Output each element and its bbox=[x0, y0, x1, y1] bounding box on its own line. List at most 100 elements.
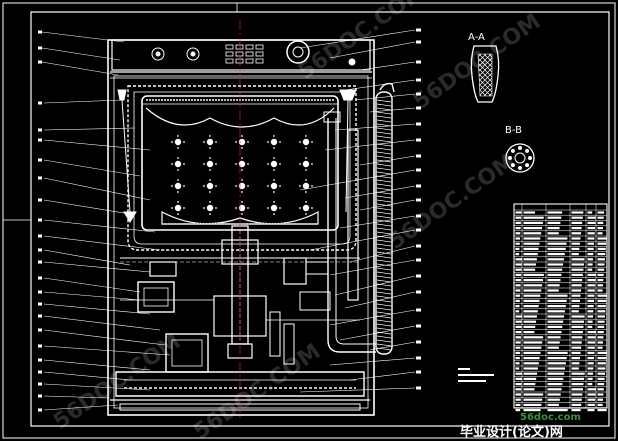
hose-rib bbox=[376, 127, 392, 131]
left-leader-lines bbox=[41, 31, 171, 411]
parts-list-cell-mark bbox=[587, 268, 593, 271]
parts-list-cell-mark bbox=[515, 320, 522, 323]
parts-list-cell-mark bbox=[515, 253, 520, 256]
hose-rib bbox=[376, 307, 392, 311]
callout-number-mark bbox=[38, 176, 42, 180]
callout-number-mark bbox=[38, 218, 42, 222]
hoses bbox=[323, 82, 395, 355]
parts-list-cell-mark bbox=[523, 305, 539, 308]
parts-list-cell-mark bbox=[597, 362, 606, 365]
parts-list-cell-mark bbox=[587, 263, 593, 266]
parts-list-cell-mark bbox=[515, 211, 522, 214]
callout-number-mark bbox=[416, 154, 421, 158]
drum-hole-dot bbox=[273, 179, 275, 181]
drum-hole bbox=[174, 182, 182, 190]
hose-rib bbox=[376, 327, 392, 331]
parts-list-cell-mark bbox=[587, 357, 595, 360]
hose-rib bbox=[376, 135, 392, 139]
callout-number-mark bbox=[38, 260, 42, 264]
parts-list-cell-mark bbox=[523, 388, 535, 391]
parts-list-cell-mark bbox=[547, 242, 567, 245]
parts-list-cell-mark bbox=[571, 315, 585, 318]
drum-hole-dot bbox=[235, 207, 237, 209]
parts-list-cell-mark bbox=[571, 263, 584, 266]
callout-number-mark bbox=[38, 158, 42, 162]
parts-list-cell-mark bbox=[571, 273, 583, 276]
parts-list-cell-mark bbox=[587, 253, 594, 256]
callout-number-mark bbox=[38, 128, 42, 132]
callout-number-mark bbox=[416, 356, 421, 360]
drum-hole bbox=[302, 160, 310, 168]
drum-hole-dot bbox=[273, 135, 275, 137]
drum-hole-dot bbox=[305, 213, 307, 215]
parts-list-cell-mark bbox=[571, 211, 584, 214]
parts-list-cell-mark bbox=[515, 305, 520, 308]
parts-list-cell-mark bbox=[515, 310, 520, 313]
parts-list-cell-mark bbox=[547, 268, 563, 271]
parts-list-cell-mark bbox=[547, 279, 561, 282]
hose-rib bbox=[376, 231, 392, 235]
parts-list-cell-mark bbox=[547, 289, 559, 292]
hose-rib bbox=[376, 151, 392, 155]
hose-rib bbox=[376, 215, 392, 219]
drum-hole-dot bbox=[273, 213, 275, 215]
button-grid-icon bbox=[225, 44, 264, 64]
parts-list-cell-mark bbox=[587, 242, 595, 245]
parts-list-cell-mark bbox=[571, 284, 582, 287]
drum-hole-dot bbox=[305, 191, 307, 193]
parts-list-cell-mark bbox=[571, 341, 582, 344]
callout-number-mark bbox=[38, 382, 42, 386]
drum-hole-dot bbox=[279, 163, 281, 165]
section-b-lobes bbox=[508, 146, 532, 170]
parts-list-cell-mark bbox=[571, 294, 581, 297]
callout-number-mark bbox=[38, 101, 42, 105]
callout-number-mark bbox=[416, 168, 421, 172]
drum-hole-dot bbox=[279, 141, 281, 143]
parts-list-cell-mark bbox=[597, 393, 604, 396]
hose-rib bbox=[376, 279, 392, 283]
section-a-detail: A-A bbox=[468, 32, 500, 103]
parts-list-cell-mark bbox=[547, 253, 565, 256]
parts-list-cell-mark bbox=[547, 263, 564, 266]
parts-list-cell-mark bbox=[523, 221, 543, 224]
parts-list-cell-mark bbox=[587, 398, 596, 401]
parts-list-cell-mark bbox=[587, 388, 596, 391]
drum-hole-dot bbox=[215, 141, 217, 143]
drum-hole-dot bbox=[241, 169, 243, 171]
hose-rib bbox=[376, 99, 392, 103]
parts-list-cell-mark bbox=[597, 377, 605, 380]
callout-number-mark bbox=[416, 122, 421, 126]
hose-rib bbox=[376, 179, 392, 183]
parts-list-cell-mark bbox=[547, 294, 568, 297]
parts-list-cell-mark bbox=[523, 273, 544, 276]
parts-list-cell-mark bbox=[571, 403, 582, 406]
parts-list-cell-mark bbox=[571, 299, 580, 302]
parts-list-cell-mark bbox=[547, 273, 562, 276]
parts-list-cell-mark bbox=[547, 398, 560, 401]
control-panel-elements bbox=[151, 40, 356, 66]
hose-rib bbox=[376, 115, 392, 119]
drum-hole bbox=[238, 160, 246, 168]
parts-list-cell-mark bbox=[515, 398, 521, 401]
parts-list-cell-mark bbox=[547, 211, 563, 214]
drum-hole-dot bbox=[299, 185, 301, 187]
drum-hole-dot bbox=[215, 163, 217, 165]
parts-list-cell-mark bbox=[523, 263, 536, 266]
drum-hole-dot bbox=[267, 207, 269, 209]
parts-list-cell-mark bbox=[571, 362, 580, 365]
parts-list-cell-mark bbox=[547, 310, 565, 313]
parts-list-cell-mark bbox=[587, 341, 596, 344]
parts-list-cell-mark bbox=[571, 320, 585, 323]
hose-elbow-top bbox=[379, 82, 395, 93]
drum-hole-dot bbox=[235, 185, 237, 187]
parts-list-cell-mark bbox=[587, 273, 596, 276]
parts-list-cell-mark bbox=[515, 367, 520, 370]
parts-list-cell-mark bbox=[597, 253, 606, 256]
inner-drum bbox=[141, 95, 339, 231]
hose-rib bbox=[376, 335, 392, 339]
callout-number-mark bbox=[38, 408, 42, 412]
parts-list-cell-mark bbox=[515, 227, 521, 230]
parts-list-cell-mark bbox=[523, 289, 542, 292]
drum-hole-dot bbox=[241, 179, 243, 181]
parts-list-cell-mark bbox=[515, 315, 523, 318]
